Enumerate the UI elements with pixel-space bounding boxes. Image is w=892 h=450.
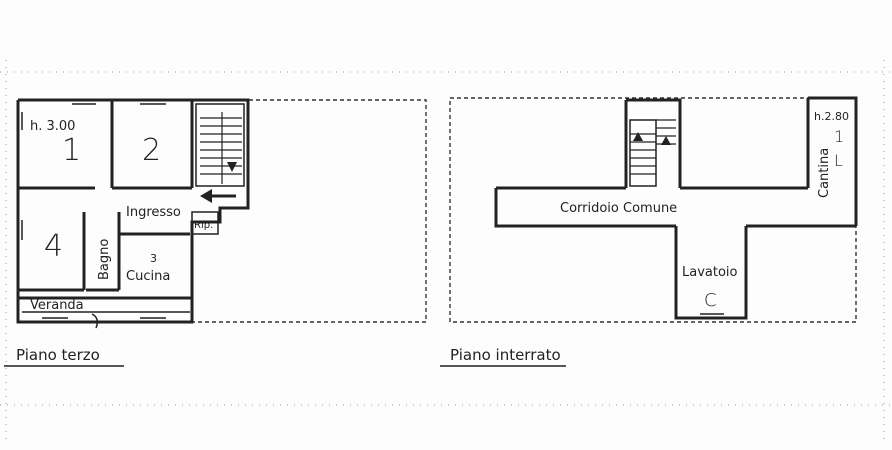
caption-piano-terzo: Piano terzo [16, 346, 100, 364]
cantina-number: 1 [834, 127, 844, 146]
room-1-number: 1 [62, 133, 81, 168]
veranda-door-arc [91, 313, 99, 329]
cucina-label: Cucina [126, 269, 170, 284]
lavatoio-label: Lavatoio [682, 265, 738, 280]
rip-label: Rip. [194, 220, 213, 231]
window-marks [21, 103, 166, 319]
veranda-label: Veranda [30, 298, 84, 313]
corridor-bottom-left [494, 188, 676, 228]
basement-stairwell [629, 119, 657, 187]
bagno-label: Bagno [97, 239, 112, 280]
cantina-label: Cantina [817, 148, 832, 198]
stair-tower-right [626, 98, 682, 188]
cantina-walls [808, 96, 858, 226]
plan-third-floor: h. 3.00 1 2 4 Ingresso Rip. Bagno 3 Cuci… [4, 98, 427, 367]
room-4-number: 4 [44, 229, 63, 264]
lavatoio-walls [674, 226, 748, 320]
rip-box [191, 211, 219, 235]
stair-arrow-icon [227, 162, 237, 172]
entrance-arrow-icon [200, 189, 212, 203]
cantina-letter: L [834, 151, 843, 170]
apartment-walls [16, 98, 250, 324]
ingresso-label: Ingresso [126, 205, 181, 220]
corridoio-label: Corridoio Comune [560, 201, 677, 216]
stair-up-arrow-icon [633, 132, 643, 141]
scan-artifacts [0, 60, 892, 440]
lavatoio-letter: C [704, 290, 717, 311]
plan-basement: h.2.80 Corridoio Comune Lavatoio C Canti… [440, 96, 858, 367]
caption-piano-interrato: Piano interrato [450, 346, 561, 364]
stair-up-arrow-icon-2 [661, 136, 671, 145]
height-note-basement: h.2.80 [814, 110, 849, 123]
room-2-number: 2 [142, 133, 161, 168]
basement-stair-steps [630, 119, 676, 175]
stair-steps [200, 112, 242, 184]
stairwell [195, 103, 245, 187]
room-3-number: 3 [150, 252, 157, 265]
height-note-third: h. 3.00 [30, 119, 75, 134]
